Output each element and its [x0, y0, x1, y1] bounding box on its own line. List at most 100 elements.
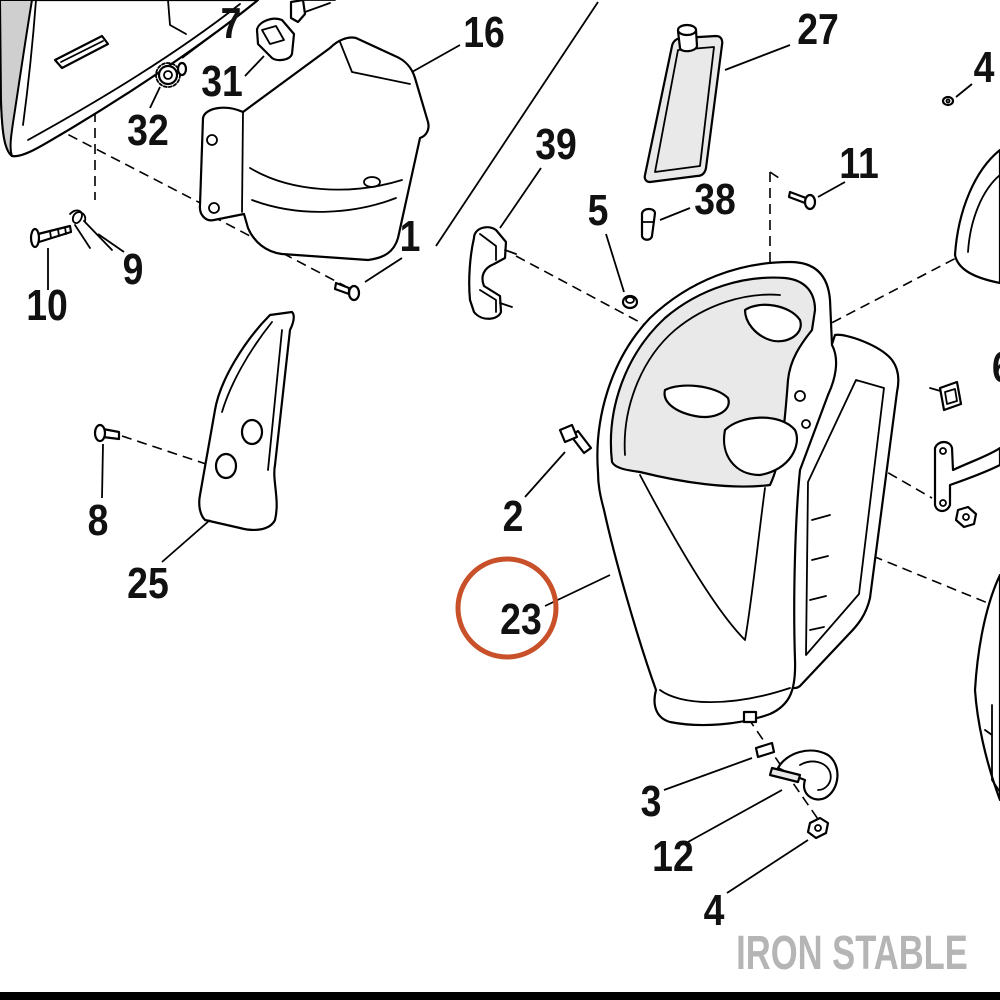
lower-right-panel	[973, 573, 1000, 802]
mounting-strap-hole	[939, 499, 947, 507]
fairing-slot-inner	[60, 40, 104, 63]
part-4-washer-hole	[945, 98, 951, 104]
part-11-shaft	[787, 190, 808, 205]
leader-16	[411, 44, 461, 73]
part-16-outline	[198, 36, 430, 262]
bottom-border-bar	[0, 992, 1000, 1000]
part-27-border	[654, 46, 715, 173]
guide-line	[435, 1, 599, 247]
part-6-body	[938, 380, 963, 412]
part-2-pin	[558, 423, 593, 455]
part-23-bottom-lip	[659, 687, 791, 704]
part-23-oval-boss	[663, 384, 730, 419]
callout-23: 23	[500, 594, 542, 644]
part-8-screw	[93, 423, 121, 443]
part-16-hole	[208, 202, 220, 214]
part-3-washer	[754, 741, 776, 759]
part-9-wire	[74, 220, 113, 251]
watermark-logo-text: IRON STABLE	[736, 925, 968, 979]
part-11-screw	[787, 190, 817, 211]
leader-31	[244, 55, 265, 77]
flange-nut-hole	[962, 513, 970, 521]
part-16-crease	[251, 197, 397, 213]
fairing-edge	[0, 0, 33, 157]
fairing-panel	[0, 0, 260, 158]
part-23-hole	[801, 419, 811, 429]
part-1-shaft	[333, 281, 351, 296]
part-25-post	[240, 418, 264, 446]
part-32-nut	[155, 61, 188, 88]
dashed-line	[211, 215, 346, 287]
leader-4-top	[955, 83, 973, 98]
part-7-body	[289, 0, 307, 24]
leader-27	[724, 44, 791, 71]
leader-12	[687, 789, 783, 843]
leader-4-bottom	[726, 839, 809, 894]
mounting-strap-hole	[939, 447, 947, 455]
dashed-line	[121, 435, 213, 467]
callout-12: 12	[652, 831, 694, 881]
part-2-head	[558, 423, 579, 444]
callout-27: 27	[797, 4, 839, 54]
part-27-knob-top	[676, 23, 698, 37]
callout-7: 7	[221, 0, 242, 48]
dashed-line	[747, 717, 821, 823]
part-32-body	[157, 64, 179, 86]
fairing-inner-edge	[22, 0, 37, 126]
mounting-strap	[933, 440, 1000, 513]
highlight-circle	[455, 556, 559, 660]
leader-2	[524, 451, 566, 498]
leader-11	[817, 181, 846, 198]
part-32-washer	[176, 61, 188, 77]
callout-8: 8	[88, 495, 109, 545]
headlight-housing-rim	[967, 174, 1000, 253]
part-5-hole	[625, 296, 635, 304]
part-4-nut-body	[806, 816, 830, 840]
part-1-screw	[333, 281, 361, 302]
callout-39: 39	[535, 119, 577, 169]
callout-4-bottom: 4	[704, 885, 725, 935]
callout-labels: 7 16 31 32 27 4 39 11 5 38 1 9 10 6 8 2 …	[26, 0, 1000, 935]
part-7-arm	[299, 0, 336, 13]
leader-8	[101, 443, 104, 499]
leader-lines	[47, 32, 973, 894]
part-12-loop-inner	[799, 760, 832, 791]
part-25-bracket	[198, 310, 295, 531]
leader-1	[364, 257, 403, 283]
part-16-boss	[363, 176, 381, 188]
part-11-head	[803, 193, 817, 211]
part-10-threads	[49, 226, 67, 239]
flange-nut-body	[954, 505, 978, 529]
headlight-housing-edge	[953, 148, 1000, 285]
part-25-post	[214, 452, 238, 480]
part-38-body	[640, 207, 657, 241]
fairing-tab	[167, 0, 187, 35]
flange-nut	[954, 505, 978, 529]
part-31-face	[261, 25, 285, 45]
part-10-screw	[29, 224, 73, 249]
part-4-nut	[806, 816, 830, 840]
callout-10: 10	[26, 280, 68, 330]
leader-9	[97, 233, 125, 253]
part-7-clip	[289, 0, 336, 24]
callout-11: 11	[839, 138, 879, 188]
part-31-retainer	[255, 17, 296, 62]
part-31-body	[255, 17, 296, 62]
part-4-nut-hole	[814, 824, 822, 832]
callout-1: 1	[400, 211, 421, 261]
part-32-hole	[163, 70, 173, 80]
part-9-coil	[69, 209, 87, 224]
leader-3	[663, 757, 753, 791]
leader-38	[659, 207, 691, 221]
fairing-rim	[27, 3, 241, 141]
callout-4-top: 4	[974, 42, 995, 92]
part-16-hole	[206, 134, 218, 146]
callout-31: 31	[201, 56, 243, 106]
callout-32: 32	[127, 105, 169, 155]
part-16-top-edge	[339, 41, 411, 85]
lower-right-panel-bracket	[984, 704, 1000, 793]
part-10-head	[29, 227, 41, 249]
part-16-flange-edge	[241, 111, 244, 213]
part-6-clip	[929, 380, 963, 412]
